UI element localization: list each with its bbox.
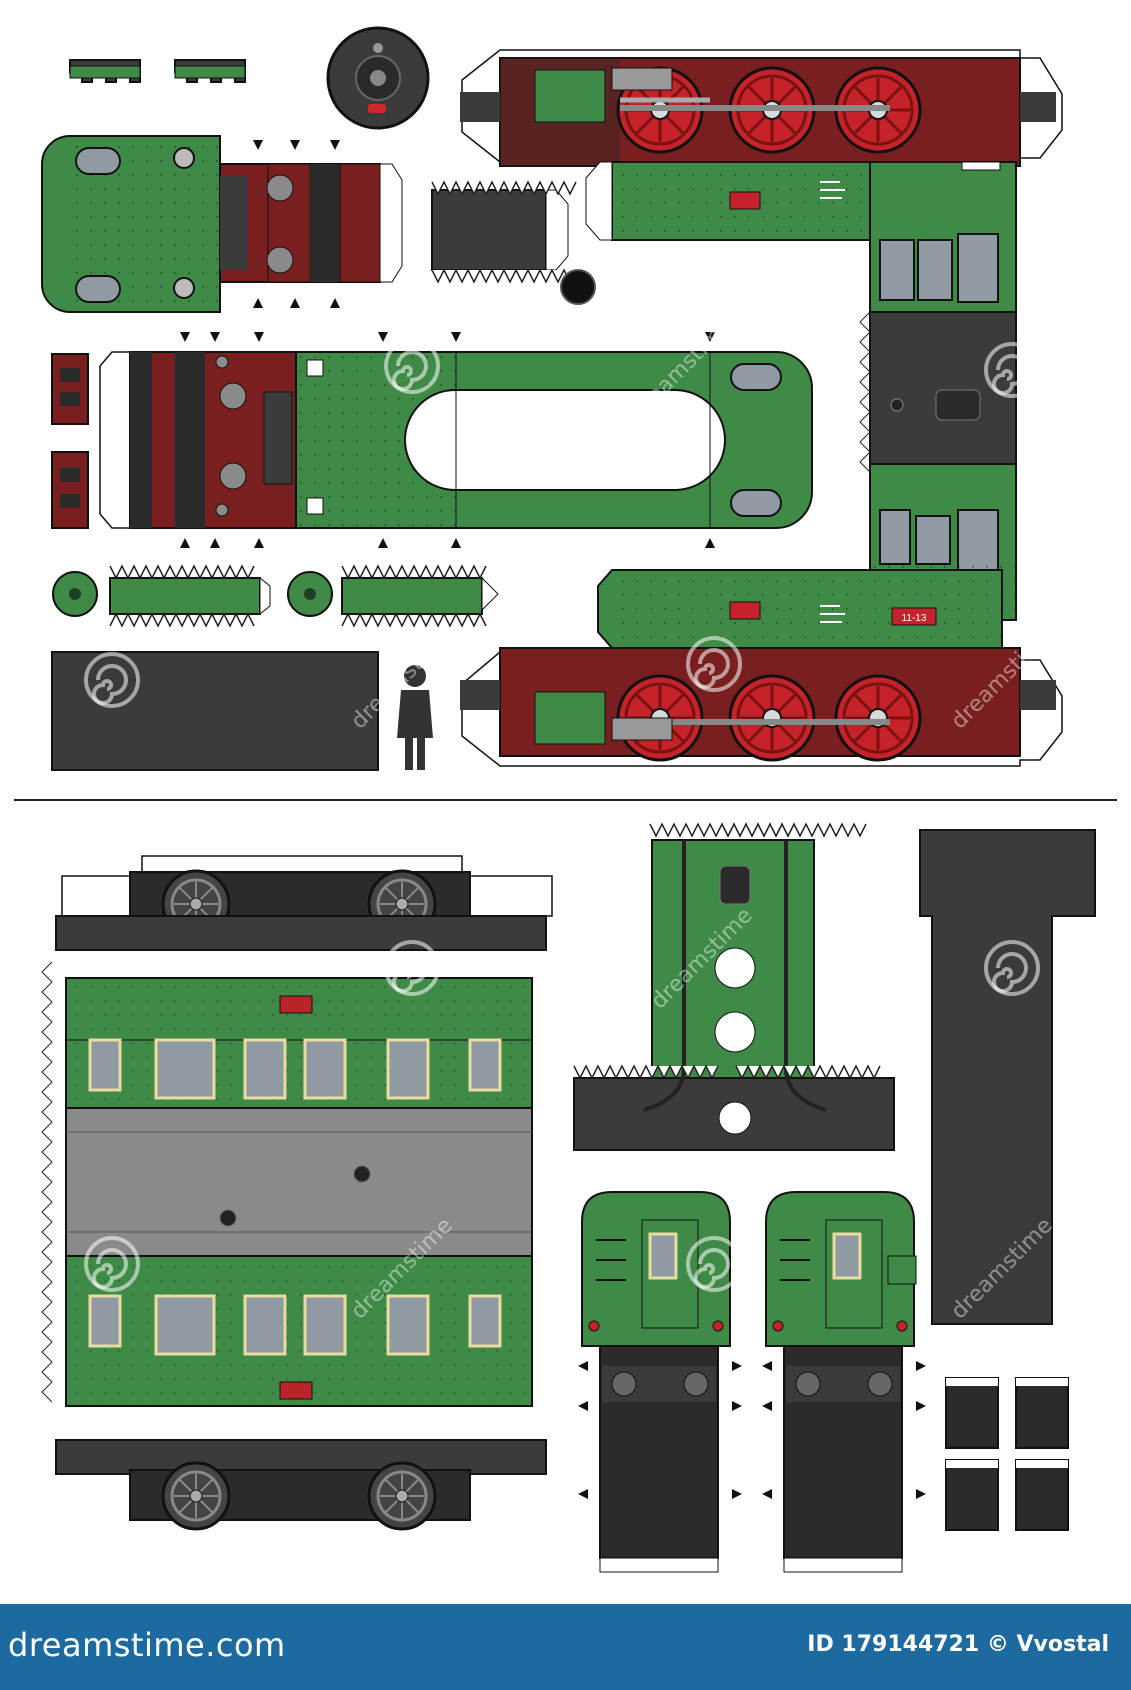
base-plate (51, 651, 379, 771)
coal-bunker-part (919, 829, 1096, 1325)
dome-part-a (52, 565, 271, 627)
tank-side-bottom: 11-13 (460, 569, 1063, 767)
footer-bar: dreamstime.com ID 179144721 © Vvostal (0, 1604, 1131, 1690)
coach-end-a (581, 1191, 731, 1573)
footer-brand[interactable]: dreamstime.com (8, 1626, 286, 1664)
figure-silhouette (397, 665, 433, 770)
buffer-part-a (69, 59, 141, 83)
barrel-parts (945, 1377, 1069, 1531)
boiler-front-part (41, 135, 403, 313)
copyright: © Vvostal (986, 1632, 1109, 1657)
tender-front-part (573, 823, 895, 1151)
image-id: 179144721 (841, 1632, 980, 1657)
chimney-strip (431, 181, 577, 283)
footer-id: ID 179144721 © Vvostal (807, 1632, 1109, 1657)
buffer-part-b (174, 59, 246, 83)
smokebox-door (326, 26, 430, 130)
coach-body-part (41, 855, 553, 1531)
round-disc-part (560, 269, 596, 305)
coach-end-b (765, 1191, 917, 1573)
dome-part-b (287, 565, 499, 627)
lamp-box-a (51, 353, 89, 425)
alignment-markers (578, 1361, 926, 1499)
cab-number-plate: 11-13 (902, 613, 927, 624)
boiler-body-part (99, 332, 813, 548)
lamp-box-b (51, 451, 89, 529)
cab-assembly (859, 161, 1017, 621)
id-label: ID (807, 1632, 834, 1657)
